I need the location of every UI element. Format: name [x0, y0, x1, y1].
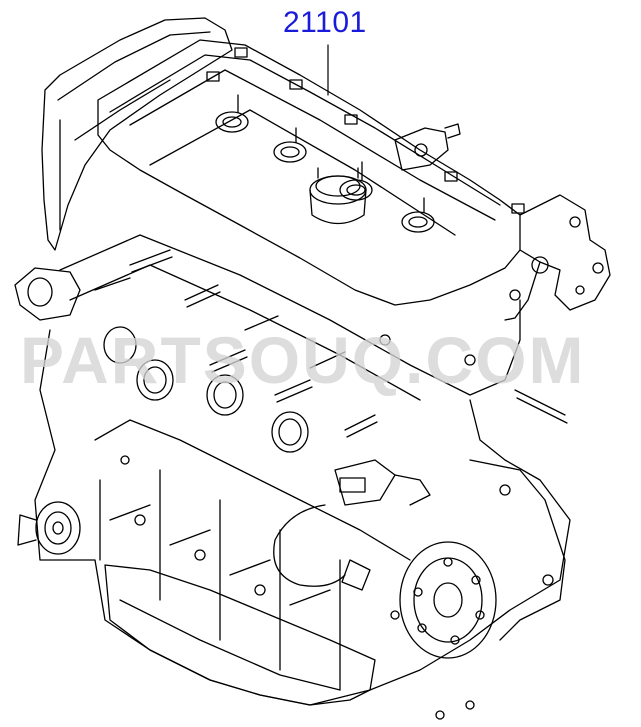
crankshaft-flange: [399, 541, 497, 659]
spark-plug-wells: [215, 94, 435, 233]
timing-cover: [41, 17, 233, 251]
valve-cover: [97, 39, 521, 306]
valve-cover-bolts: [206, 47, 525, 214]
thermostat-housing: [14, 267, 81, 321]
rear-bracket: [504, 194, 611, 321]
block-bolts: [120, 289, 521, 620]
knock-sensor-wiring: [273, 459, 431, 591]
oil-filler-cap: [309, 167, 367, 225]
exhaust-ports: [103, 326, 309, 453]
breather-fitting: [394, 123, 461, 171]
oil-pan: [104, 564, 376, 706]
manifold-studs: [94, 249, 568, 438]
water-pump-pulley: [17, 501, 81, 555]
head-flange: [59, 234, 521, 396]
part-number-callout[interactable]: 21101: [283, 6, 367, 39]
bellhousing-flange: [469, 459, 566, 641]
